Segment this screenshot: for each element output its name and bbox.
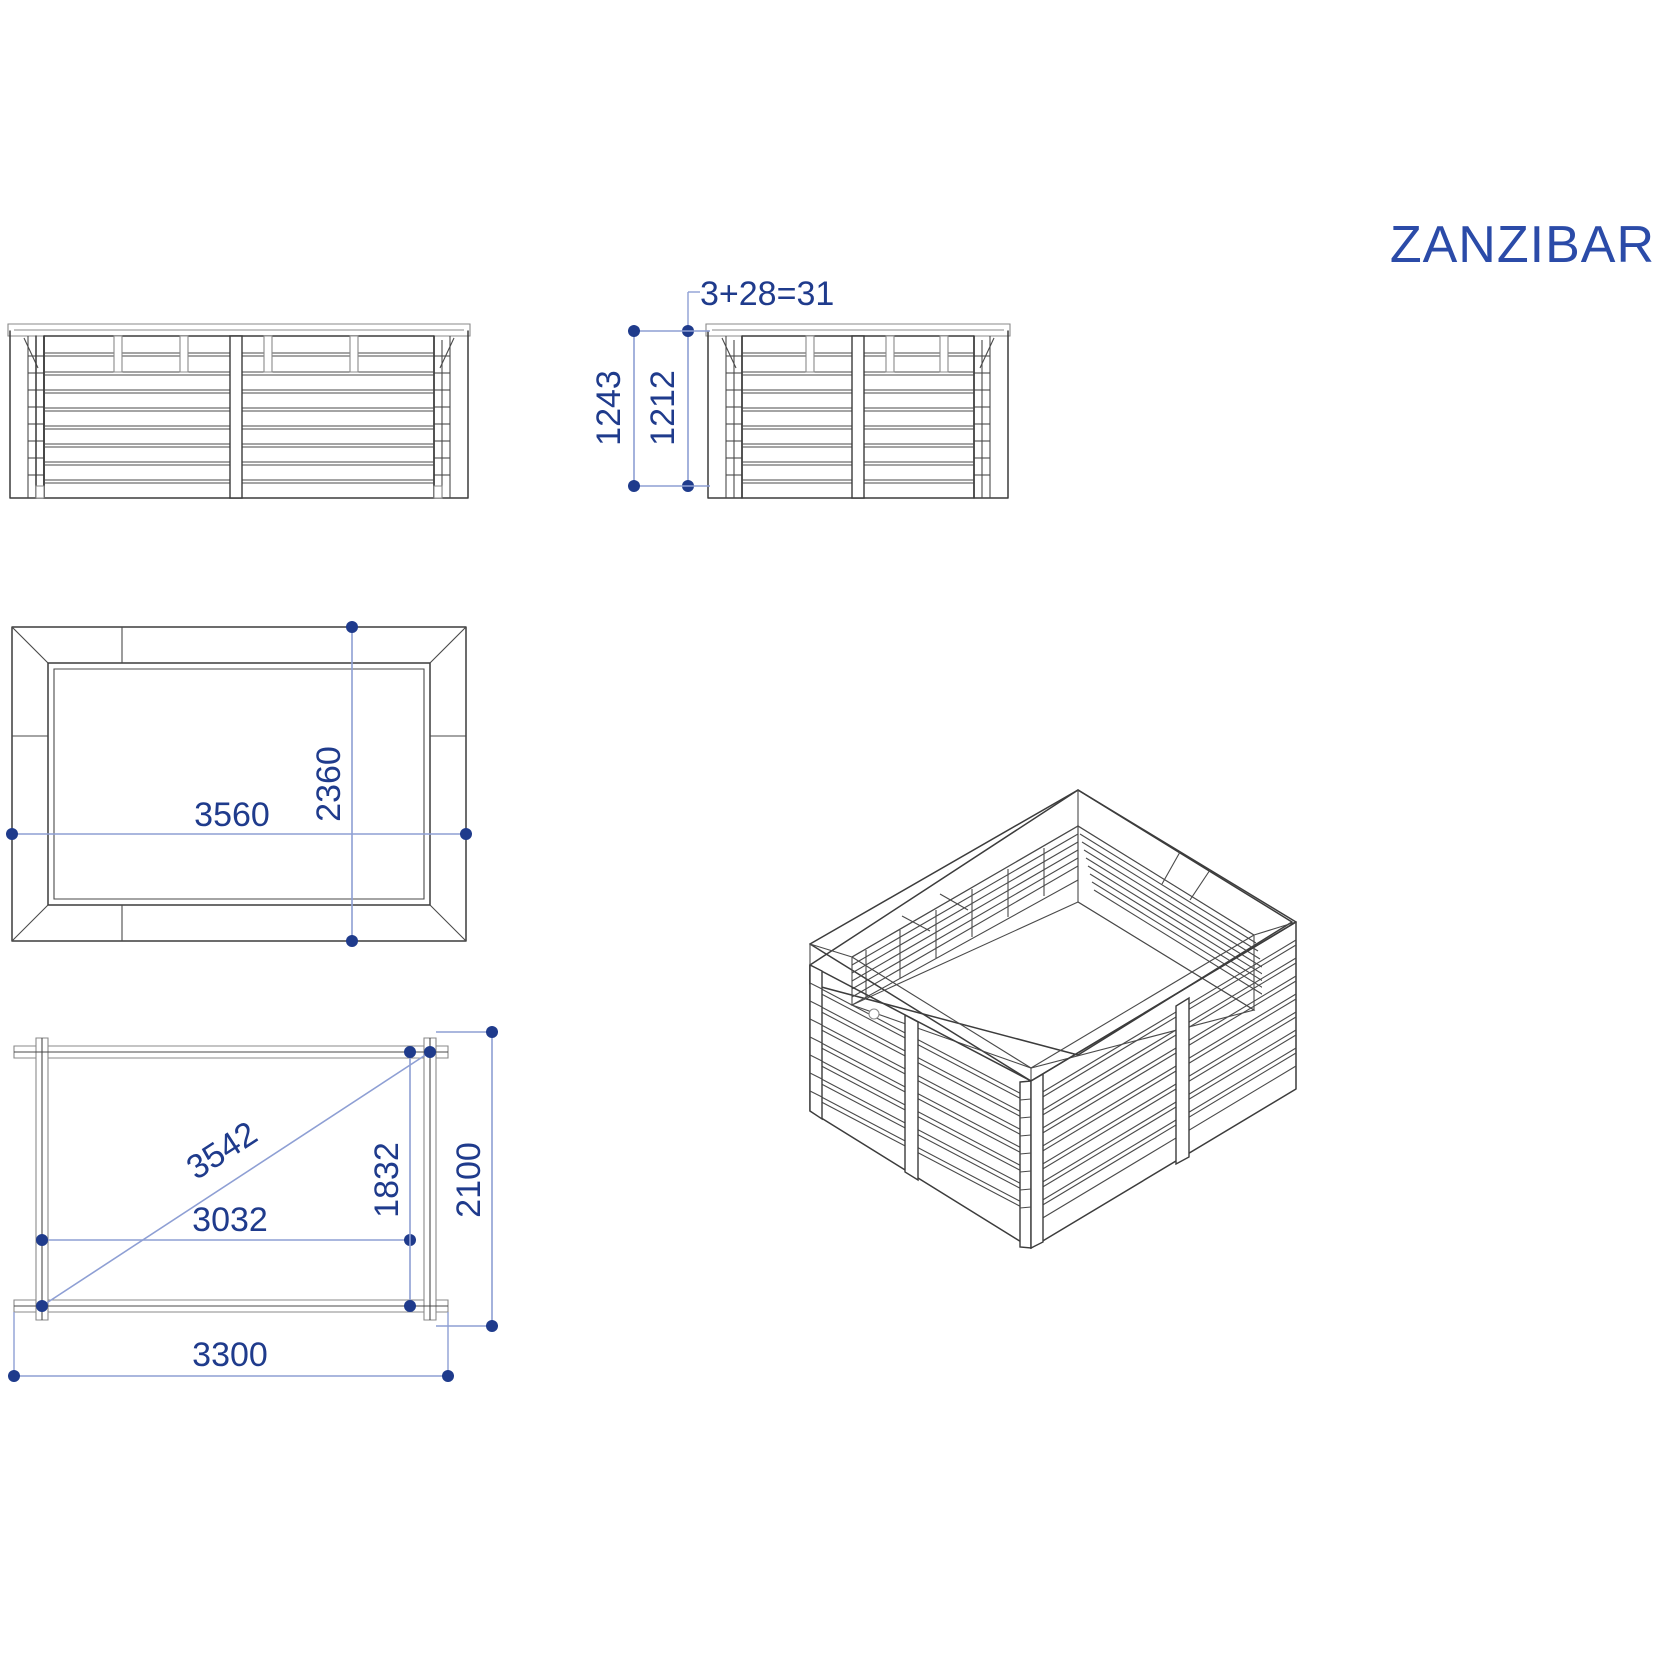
iso-basin-floor (850, 901, 1256, 1069)
dim-foundation-diagonal: 3542 (180, 1114, 264, 1187)
dim-side-overall-height: 1243 (590, 370, 628, 446)
iso-mid-post-right (1175, 996, 1190, 1166)
side-elevation-dimensions: 3+28=31 1212 1243 (590, 275, 834, 492)
cap-rail (7, 323, 471, 337)
dim-cap-thickness: 3+28=31 (700, 275, 834, 313)
dim-plan-width: 2360 (310, 746, 348, 822)
center-post-side (851, 335, 865, 499)
dim-foundation-outer-width: 2100 (450, 1142, 488, 1218)
right-return-wall (433, 330, 469, 499)
top-plan-view (11, 626, 467, 942)
dim-plan-length: 3560 (194, 796, 270, 834)
center-post-front (229, 335, 243, 499)
front-elevation-view (7, 323, 471, 499)
top-plan-dimensions: 3560 2360 (6, 621, 472, 947)
dim-foundation-inner-width: 1832 (368, 1142, 406, 1218)
side-left-return-wall (707, 330, 743, 499)
iso-inner-wall-left (851, 825, 1079, 1006)
iso-exterior-wall-front-right (1030, 921, 1297, 1249)
iso-mid-post-left (904, 1013, 919, 1182)
side-elevation-view (705, 323, 1011, 499)
dim-foundation-outer-length: 3300 (192, 1336, 268, 1374)
iso-skimmer-fitting (868, 1008, 880, 1020)
dim-side-wall-height: 1212 (644, 370, 682, 446)
wall-tie-straps-side (805, 335, 949, 373)
iso-exterior-wall-front-left (809, 964, 1032, 1249)
dim-foundation-inner-length: 3032 (192, 1201, 268, 1239)
iso-corner-post-front (1019, 1072, 1044, 1250)
left-corner-post (35, 335, 45, 499)
cap-rail-side (705, 323, 1011, 337)
base-feet-front (35, 485, 443, 499)
iso-corner-post-left (809, 963, 823, 1121)
isometric-3d-view (809, 789, 1297, 1250)
page-title: ZANZIBAR (1390, 216, 1655, 274)
wall-tie-straps-front (113, 335, 359, 373)
side-right-return-wall (973, 330, 1009, 499)
iso-inner-liner-left (865, 848, 1045, 998)
foundation-plan-view (13, 1037, 449, 1321)
left-return-wall (9, 330, 45, 499)
